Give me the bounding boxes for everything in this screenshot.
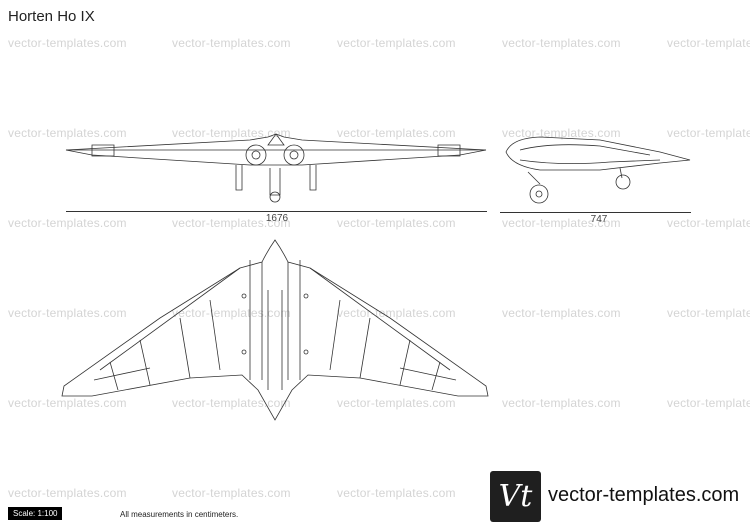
page-title: Horten Ho IX bbox=[8, 8, 95, 25]
watermark-text: vector-templates.com bbox=[8, 216, 127, 230]
side-view bbox=[505, 136, 691, 204]
watermark-text: vector-templates.com bbox=[172, 396, 291, 410]
watermark-text: vector-templates.com bbox=[8, 486, 127, 500]
watermark-text: vector-templates.com bbox=[337, 36, 456, 50]
watermark-text: vector-templates.com bbox=[172, 126, 291, 140]
watermark-text: vector-templates.com bbox=[502, 126, 621, 140]
front-view bbox=[65, 133, 487, 203]
watermark-text: vector-templates.com bbox=[667, 36, 750, 50]
watermark-text: vector-templates.com bbox=[502, 216, 621, 230]
watermark-text: vector-templates.com bbox=[667, 216, 750, 230]
watermark-text: vector-templates.com bbox=[667, 126, 750, 140]
side-dimension-line bbox=[500, 212, 691, 213]
watermark-text: vector-templates.com bbox=[8, 126, 127, 140]
measurement-note: All measurements in centimeters. bbox=[120, 510, 239, 519]
brand-name: vector-templates.com bbox=[548, 484, 740, 506]
watermark-text: vector-templates.com bbox=[502, 306, 621, 320]
watermark-text: vector-templates.com bbox=[502, 36, 621, 50]
top-view bbox=[61, 239, 489, 421]
watermark-text: vector-templates.com bbox=[8, 306, 127, 320]
watermark-text: vector-templates.com bbox=[337, 216, 456, 230]
watermark-text: vector-templates.com bbox=[667, 306, 750, 320]
scale-badge: Scale: 1:100 bbox=[8, 507, 63, 520]
logo-mark: Vt bbox=[498, 479, 533, 514]
watermark-text: vector-templates.com bbox=[337, 486, 456, 500]
watermark-text: vector-templates.com bbox=[667, 396, 750, 410]
watermark-text: vector-templates.com bbox=[172, 36, 291, 50]
brand-logo: Vt bbox=[490, 471, 541, 522]
side-dimension-label: 747 bbox=[590, 214, 608, 225]
watermark-text: vector-templates.com bbox=[337, 396, 456, 410]
watermark-text: vector-templates.com bbox=[172, 216, 291, 230]
watermark-text: vector-templates.com bbox=[8, 36, 127, 50]
watermark-text: vector-templates.com bbox=[8, 396, 127, 410]
watermark-text: vector-templates.com bbox=[337, 126, 456, 140]
front-dimension-label: 1676 bbox=[265, 213, 289, 224]
watermark-text: vector-templates.com bbox=[172, 306, 291, 320]
front-dimension-line bbox=[66, 211, 487, 212]
watermark-text: vector-templates.com bbox=[502, 396, 621, 410]
watermark-text: vector-templates.com bbox=[172, 486, 291, 500]
